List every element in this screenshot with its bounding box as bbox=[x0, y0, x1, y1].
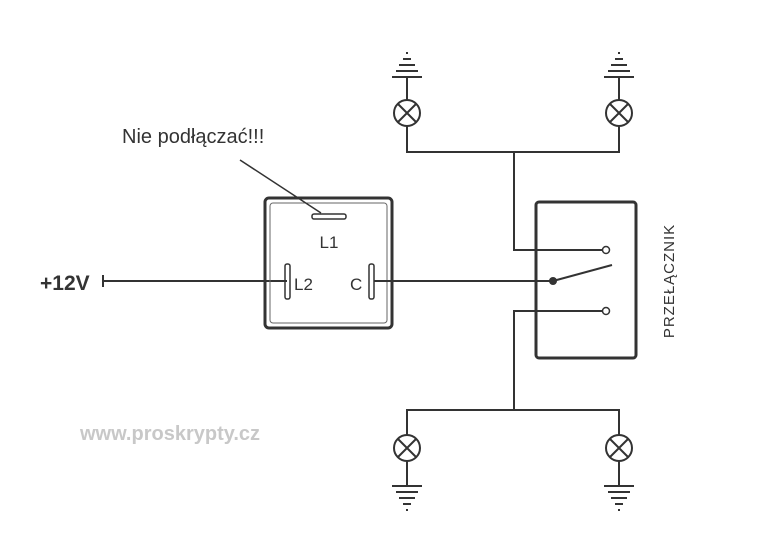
switch-contact-upper bbox=[601, 245, 611, 255]
top-bus bbox=[406, 126, 620, 153]
switch-label: PRZEŁĄCZNIK bbox=[661, 224, 678, 338]
warning-label: Nie podłączać!!! bbox=[122, 126, 264, 148]
switch-common-dot bbox=[549, 277, 557, 285]
bottom-bus bbox=[406, 409, 620, 435]
ground-icon bbox=[604, 485, 634, 511]
switch-lever bbox=[552, 264, 613, 282]
lamp-icon bbox=[393, 434, 421, 462]
ground-icon bbox=[604, 52, 634, 78]
ground-icon bbox=[392, 52, 422, 78]
switch-contact-lower bbox=[601, 306, 611, 316]
switch-box bbox=[534, 200, 638, 360]
lamp-icon bbox=[605, 99, 633, 127]
warning-leader bbox=[239, 159, 322, 214]
supply-label: +12V bbox=[40, 272, 90, 295]
upper-wire bbox=[513, 152, 602, 251]
ground-icon bbox=[392, 485, 422, 511]
flasher-relay-inner bbox=[269, 202, 388, 324]
lamp-icon bbox=[605, 434, 633, 462]
lamp-icon bbox=[393, 99, 421, 127]
pin-l2-bar bbox=[284, 263, 291, 300]
pin-l1-label: L1 bbox=[320, 233, 339, 252]
flasher-relay-outer bbox=[263, 196, 394, 330]
watermark: www.proskrypty.cz bbox=[79, 423, 260, 445]
pin-c-label: C bbox=[350, 275, 362, 294]
lower-wire bbox=[513, 310, 602, 410]
pin-c-bar bbox=[368, 263, 375, 300]
pin-l1-bar bbox=[311, 213, 347, 220]
pin-l2-label: L2 bbox=[294, 275, 313, 294]
